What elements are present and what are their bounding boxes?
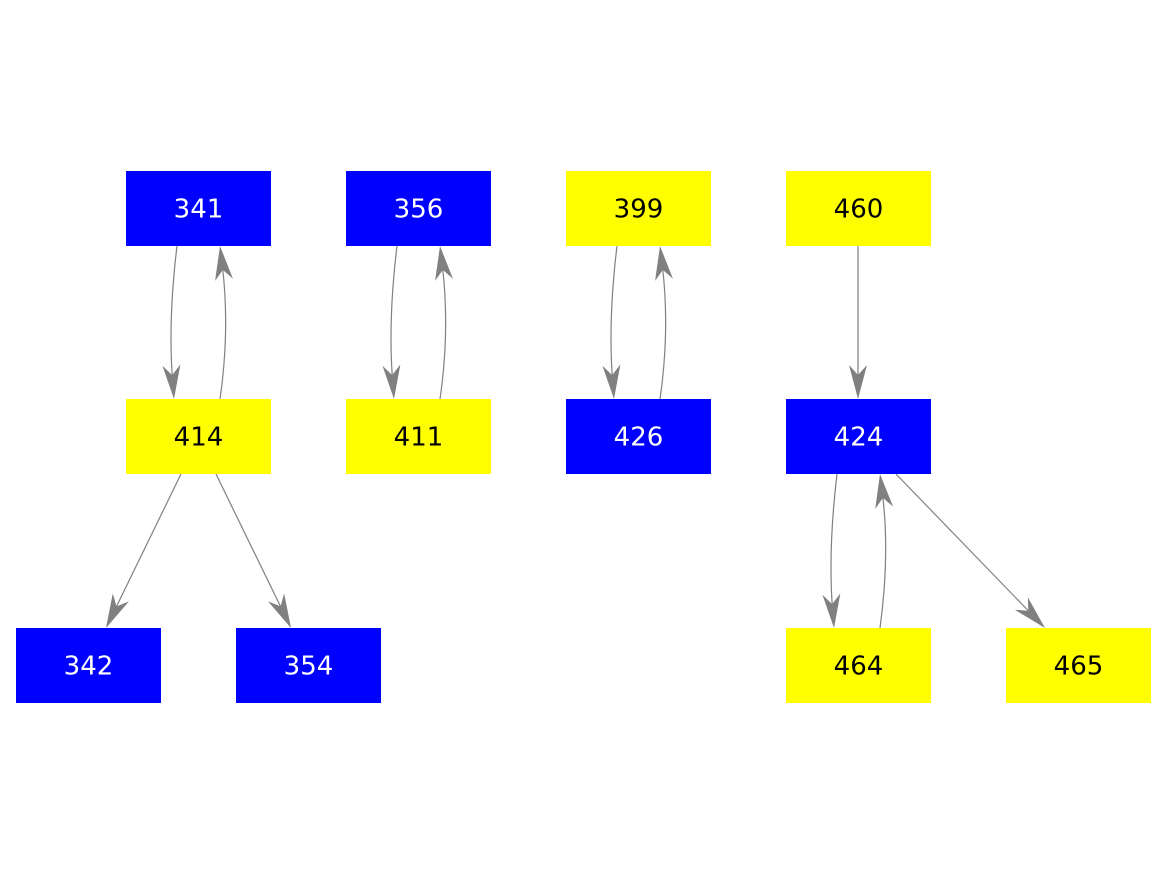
node-342[interactable]: 342: [16, 628, 161, 703]
arrowhead-424-to-464: [822, 593, 841, 628]
edge-414-to-342: [114, 473, 182, 611]
node-label-356: 356: [394, 195, 444, 225]
arrowhead-356-to-411: [382, 364, 401, 399]
node-label-342: 342: [64, 652, 114, 682]
nodes-layer: 341 356 399 460 414 411 426 424 342 354 464 465: [16, 171, 1151, 703]
node-label-426: 426: [614, 423, 664, 453]
node-label-341: 341: [174, 195, 224, 225]
node-399[interactable]: 399: [566, 171, 711, 246]
edge-414-to-341: [219, 265, 227, 400]
node-label-411: 411: [394, 423, 444, 453]
edge-426-to-399: [659, 265, 667, 400]
edge-411-to-356: [439, 265, 447, 400]
node-464[interactable]: 464: [786, 628, 931, 703]
arrowhead-426-to-399: [655, 246, 673, 281]
node-box-414: [126, 399, 271, 474]
node-box-399: [566, 171, 711, 246]
arrowhead-464-to-424: [875, 474, 894, 509]
node-465[interactable]: 465: [1006, 628, 1151, 703]
arrowhead-399-to-426: [602, 364, 621, 399]
edge-414-to-354: [215, 473, 283, 611]
node-426[interactable]: 426: [566, 399, 711, 474]
node-414[interactable]: 414: [126, 399, 271, 474]
node-341[interactable]: 341: [126, 171, 271, 246]
node-label-460: 460: [834, 195, 884, 225]
node-label-464: 464: [834, 652, 884, 682]
node-label-414: 414: [174, 423, 224, 453]
node-424[interactable]: 424: [786, 399, 931, 474]
node-354[interactable]: 354: [236, 628, 381, 703]
node-box-460: [786, 171, 931, 246]
arrowhead-424-to-465: [1014, 597, 1045, 628]
node-label-424: 424: [834, 423, 884, 453]
node-box-341: [126, 171, 271, 246]
node-460[interactable]: 460: [786, 171, 931, 246]
node-label-399: 399: [614, 195, 664, 225]
node-box-426: [566, 399, 711, 474]
node-label-354: 354: [284, 652, 334, 682]
edges-layer: [106, 245, 1045, 629]
edge-424-to-464: [830, 473, 838, 609]
node-label-465: 465: [1054, 652, 1104, 682]
node-box-411: [346, 399, 491, 474]
edge-424-to-465: [895, 473, 1032, 615]
arrowhead-341-to-414: [162, 364, 181, 399]
node-box-356: [346, 171, 491, 246]
node-box-465: [1006, 628, 1151, 703]
edge-341-to-414: [170, 245, 178, 380]
node-356[interactable]: 356: [346, 171, 491, 246]
node-box-354: [236, 628, 381, 703]
arrowhead-460-to-424: [849, 365, 867, 399]
node-411[interactable]: 411: [346, 399, 491, 474]
arrowhead-411-to-356: [435, 246, 453, 281]
node-box-464: [786, 628, 931, 703]
node-box-424: [786, 399, 931, 474]
node-box-342: [16, 628, 161, 703]
arrowhead-414-to-342: [106, 593, 129, 628]
arrowhead-414-to-341: [215, 246, 233, 281]
edge-356-to-411: [390, 245, 398, 380]
edge-464-to-424: [879, 493, 887, 629]
edge-399-to-426: [610, 245, 618, 380]
arrowhead-414-to-354: [268, 593, 291, 628]
